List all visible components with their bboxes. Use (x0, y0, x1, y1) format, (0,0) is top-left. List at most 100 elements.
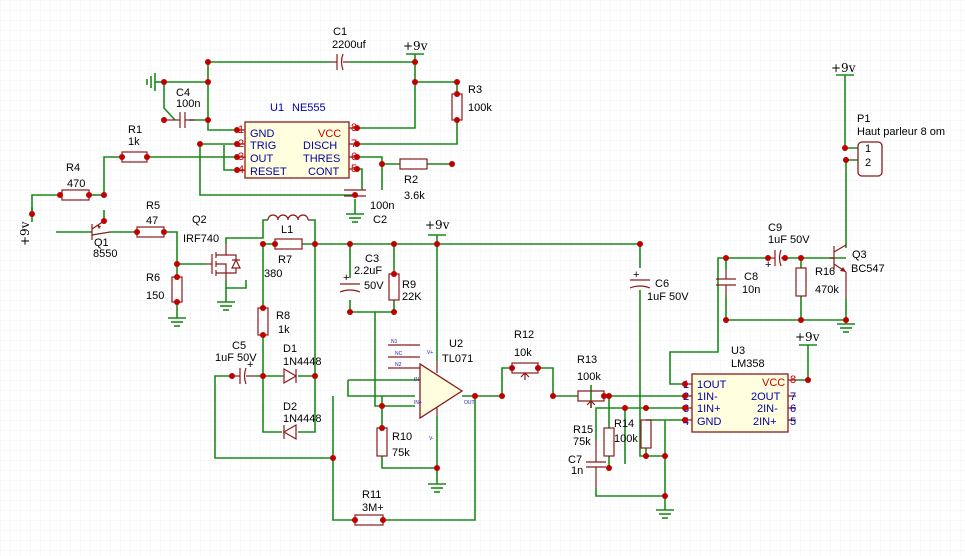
c1-ref: C1 (333, 26, 347, 38)
ground-u3-icon (656, 509, 674, 519)
r13-value: 100k (577, 371, 601, 383)
q2-mosfet: Q2 IRF740 (183, 214, 241, 280)
q2-value: IRF740 (183, 233, 219, 245)
u3-pin-2in-plus: 2IN+ (753, 416, 777, 428)
c3-plus: + (343, 272, 349, 284)
p1-ref: P1 (857, 113, 870, 125)
c5-capacitor: + C5 1uF 50V (215, 340, 257, 385)
r10-resistor: R10 75k (376, 427, 412, 459)
q1-ref: Q1 (94, 237, 109, 249)
c3-value: 2.2uF (354, 265, 382, 277)
r11-ref: R11 (362, 489, 381, 501)
r8-resistor: R8 1k (257, 307, 290, 336)
c7-capacitor: C7 1n (568, 440, 606, 488)
c4-ref: C4 (176, 87, 190, 99)
d1-ref: D1 (283, 343, 297, 355)
u2-pin-n1: N1 (391, 339, 398, 345)
q1-value: 8550 (93, 248, 117, 260)
u2-opamp: N1 NC N2 IN- IN+ OUT V+ V- U2 TL071 (388, 338, 475, 442)
u3-pin-1out: 1OUT (697, 379, 727, 391)
r9-ref: R9 (402, 279, 416, 291)
r7-value: 380 (264, 268, 282, 280)
d2-ref: D2 (283, 401, 297, 413)
u3-pin-num-7: 7 (790, 391, 796, 403)
r2-ref: R2 (404, 174, 418, 186)
c9-value: 1uF 50V (768, 234, 810, 246)
r12-value: 10k (514, 347, 532, 359)
u1-pin-thres: THRES (303, 153, 340, 165)
u2-pin-vm: V- (429, 436, 434, 442)
u1-ref: U1 (270, 102, 284, 114)
d1-diode: D1 1N4448 (282, 343, 322, 385)
u1-pin-trig: TRIG (250, 140, 276, 152)
u1-pin-num-2: 2 (238, 138, 244, 150)
power-symbols: +9v +9v +9v +9v +9v (18, 39, 856, 519)
c7-value: 1n (571, 465, 583, 477)
r4-value: 470 (67, 178, 85, 190)
u3-lm358: U3 LM358 1OUT 1IN- 1IN+ GND VCC 2OUT 2IN… (683, 345, 796, 433)
c9-capacitor: + C9 1uF 50V (765, 222, 810, 271)
r13-ref: R13 (577, 354, 597, 366)
r11-value: 3M+ (362, 502, 384, 514)
r12-ref: R12 (514, 329, 534, 341)
p1-pin-2: 2 (865, 157, 871, 169)
u3-ref: U3 (731, 345, 745, 357)
p1-pin-1: 1 (865, 143, 871, 155)
r4-resistor: R4 470 (61, 162, 90, 201)
u1-pin-gnd: GND (250, 128, 275, 140)
r2-resistor: R2 3.6k (399, 158, 428, 202)
r9-value: 22K (402, 291, 422, 303)
c2-ref: C2 (373, 214, 387, 226)
r5-value: 47 (146, 215, 158, 227)
u1-pin-num-1: 1 (238, 124, 244, 136)
c4-capacitor: C4 100n (165, 87, 200, 128)
r15-ref: R15 (573, 424, 593, 436)
ground-u2-icon (428, 483, 446, 493)
c5-value: 1uF 50V (215, 352, 257, 364)
vcc-top-symbol: +9v (403, 39, 428, 62)
ground-q2-icon (217, 301, 235, 311)
l1-inductor: L1 (267, 214, 310, 236)
p1-speaker-connector: 1 2 P1 Haut parleur 8 om (857, 113, 945, 177)
u3-pin-vcc: VCC (762, 377, 785, 389)
r10-value: 75k (392, 447, 410, 459)
r6-value: 150 (146, 290, 164, 302)
c8-capacitor: C8 10n (716, 270, 760, 296)
vcc-right-symbol: +9v (831, 61, 856, 76)
r8-value: 1k (278, 324, 290, 336)
u1-pin-cont: CONT (308, 166, 339, 178)
c3-ref: C3 (365, 253, 379, 265)
r1-ref: R1 (128, 124, 142, 136)
vcc-top-label: +9v (403, 39, 428, 53)
c6-value: 1uF 50V (647, 291, 689, 303)
u2-pin-n2: N2 (395, 362, 402, 368)
r5-ref: R5 (146, 200, 160, 212)
r14-value: 100k (614, 433, 638, 445)
vcc-right-label: +9v (831, 61, 856, 75)
u2-pin-vp: V+ (427, 350, 433, 356)
r10-ref: R10 (392, 431, 412, 443)
u3-pin-1in-plus: 1IN+ (697, 403, 721, 415)
q2-ref: Q2 (192, 214, 207, 226)
u1-pin-num-4: 4 (238, 164, 244, 176)
u1-pin-disch: DISCH (303, 140, 337, 152)
d2-value: 1N4448 (283, 413, 322, 425)
u3-pin-num-8: 8 (790, 374, 796, 386)
u1-pin-out: OUT (250, 153, 274, 165)
r2-value: 3.6k (404, 190, 425, 202)
c9-plus: + (765, 259, 771, 271)
c6-ref: C6 (655, 278, 669, 290)
u3-pin-num-5: 5 (790, 416, 796, 428)
c2-capacitor: 100n C2 (344, 189, 394, 226)
ground-c2-icon (346, 213, 364, 223)
r1-value: 1k (128, 136, 140, 148)
r13-potentiometer: R13 100k (577, 354, 605, 408)
q3-value: BC547 (851, 263, 885, 275)
c2-value: 100n (370, 200, 394, 212)
u3-pin-1in-minus: 1IN- (697, 391, 718, 403)
c1-capacitor: C1 2200uf (330, 26, 367, 71)
r7-ref: R7 (278, 254, 292, 266)
r9-resistor: R9 22K (388, 273, 422, 303)
